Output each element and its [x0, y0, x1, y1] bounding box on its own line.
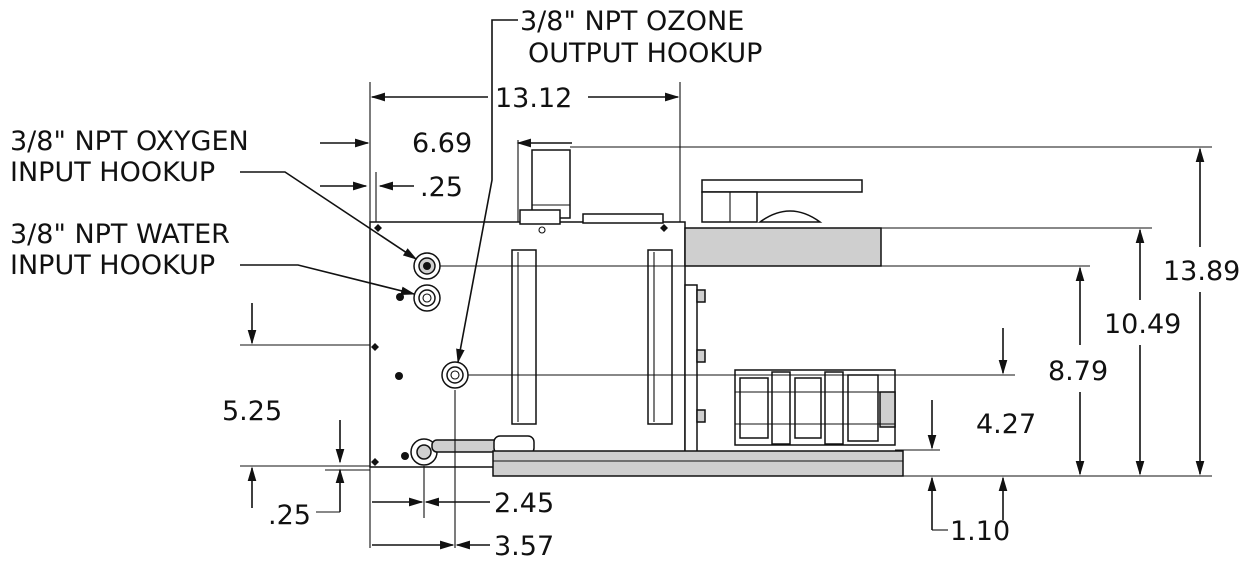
top-bar — [582, 213, 664, 224]
ozone-port — [441, 361, 469, 389]
panel-fastener — [660, 224, 668, 232]
panel-dot — [401, 452, 409, 460]
water-callout-line2: INPUT HOOKUP — [10, 250, 215, 281]
dim-overall-height: 13.89 — [1163, 256, 1240, 287]
fan-blade — [757, 210, 823, 223]
dimension-lines — [247, 92, 1205, 550]
right-tube — [647, 249, 673, 425]
oxygen-callout-line2: INPUT HOOKUP — [10, 157, 215, 188]
dim-oxygen-height: 8.79 — [1048, 356, 1108, 387]
fan-housing — [701, 179, 863, 193]
leader-lines — [240, 19, 518, 364]
panel-dot — [396, 293, 404, 301]
dim-compressor-height: 4.27 — [976, 409, 1036, 440]
dim-ozone-height: 5.25 — [222, 396, 282, 427]
oxygen-port — [413, 252, 441, 280]
panel-fastener — [371, 343, 379, 351]
ozone-callout-line2: OUTPUT HOOKUP — [528, 38, 762, 69]
panel-fastener — [374, 224, 382, 232]
dim-frame-height: 10.49 — [1104, 309, 1181, 340]
dim-oxygen-offset: 6.69 — [412, 128, 472, 159]
equipment-body — [369, 149, 904, 477]
base-plate — [492, 450, 904, 477]
dimension-labels: 13.12 6.69 .25 13.89 10.49 8.79 5.25 4.2… — [222, 83, 1240, 562]
dim-ozone-offset: 3.57 — [494, 531, 554, 562]
fan-tray — [684, 227, 882, 267]
panel-fastener — [371, 458, 379, 466]
compressor — [734, 369, 896, 446]
drain-port — [410, 438, 438, 466]
water-port — [413, 284, 441, 312]
callout-labels: 3/8" NPT OZONE OUTPUT HOOKUP 3/8" NPT OX… — [10, 6, 762, 281]
side-bracket — [684, 284, 698, 456]
ozone-callout-line1: 3/8" NPT OZONE — [520, 6, 744, 37]
dim-overall-width: 13.12 — [495, 83, 572, 114]
ozone-cell — [531, 149, 571, 219]
extension-lines — [240, 82, 1212, 548]
dim-base-height: 1.10 — [950, 516, 1010, 547]
oxygen-callout-line1: 3/8" NPT OXYGEN — [10, 126, 249, 157]
dim-edge-offset-top: .25 — [420, 172, 463, 203]
dim-water-offset: 2.45 — [494, 488, 554, 519]
dim-edge-offset-bottom: .25 — [268, 500, 311, 531]
water-callout-line1: 3/8" NPT WATER — [10, 219, 230, 250]
left-tube — [511, 249, 537, 425]
top-fitting — [519, 209, 561, 225]
panel-dot — [395, 372, 403, 380]
